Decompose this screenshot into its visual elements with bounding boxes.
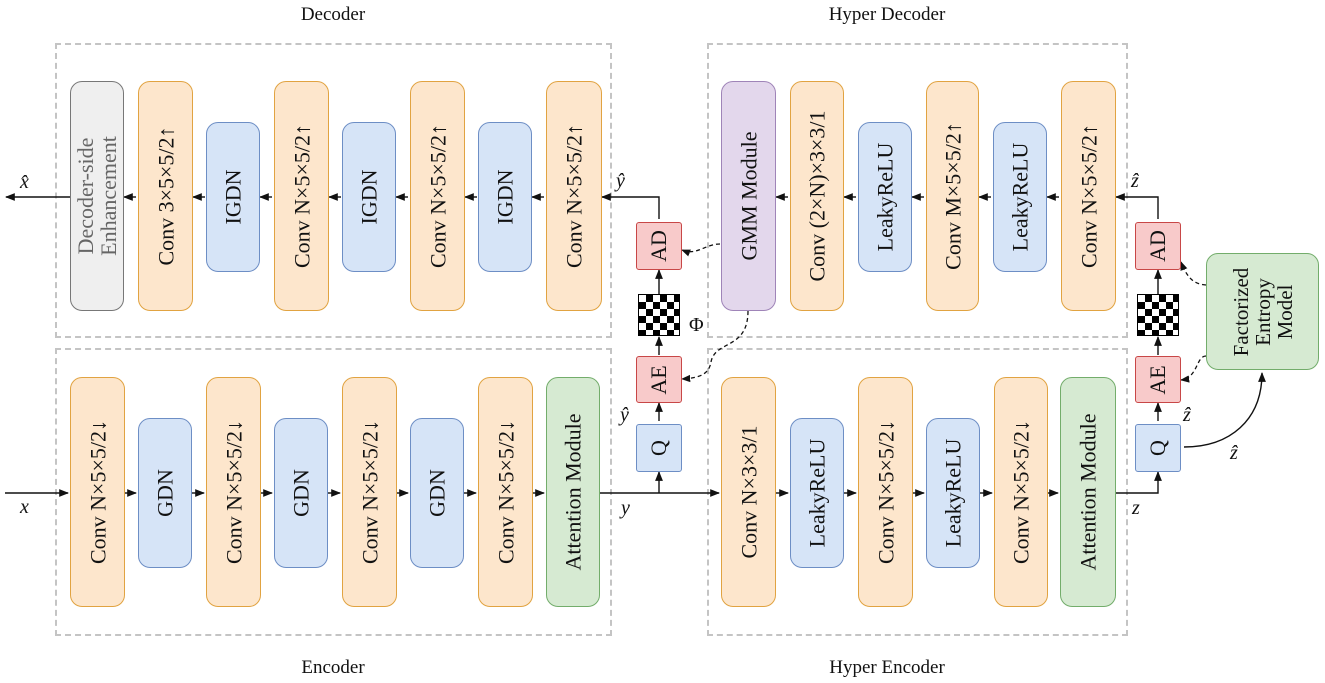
encoder-conv-4: Conv N×5×5/2↓ bbox=[478, 377, 533, 607]
block-label: LeakyReLU bbox=[872, 142, 898, 252]
hyper-encoder-leakyrelu-1: LeakyReLU bbox=[790, 418, 844, 568]
label-z-hat-mid: ẑ bbox=[1183, 404, 1191, 426]
encoder-conv-3: Conv N×5×5/2↓ bbox=[342, 377, 397, 607]
factorized-entropy-model: Factorized Entropy Model bbox=[1206, 253, 1319, 370]
block-label: AE bbox=[1145, 364, 1170, 395]
block-label: GDN bbox=[424, 469, 450, 517]
encoder-attention-module: Attention Module bbox=[546, 377, 600, 607]
decoder-conv-4: Conv N×5×5/2↑ bbox=[546, 81, 602, 311]
hyper-encoder-conv-2: Conv N×5×5/2↓ bbox=[858, 377, 913, 607]
block-label: IGDN bbox=[356, 169, 382, 225]
hyper-encoder-title: Hyper Encoder bbox=[829, 657, 945, 678]
hyper-encoder-attention-module: Attention Module bbox=[1060, 377, 1116, 607]
decoder-conv-2: Conv N×5×5/2↑ bbox=[274, 81, 329, 311]
decoder-igdn-2: IGDN bbox=[342, 122, 396, 272]
block-label: Conv N×5×5/2↓ bbox=[220, 420, 246, 564]
block-label: Conv N×3×3/1 bbox=[735, 425, 761, 559]
block-label: LeakyReLU bbox=[1007, 142, 1033, 252]
label-z-hat-right: ẑ bbox=[1230, 442, 1238, 464]
label-y: y bbox=[621, 497, 630, 519]
encoder-conv-1: Conv N×5×5/2↓ bbox=[70, 377, 125, 607]
label-y-hat-top: ŷ bbox=[616, 170, 625, 192]
block-label: Decoder-side Enhancement bbox=[72, 136, 121, 256]
arithmetic-encoder-z: AE bbox=[1135, 356, 1181, 403]
hyper-decoder-conv-1: Conv (2×N)×3×3/1 bbox=[790, 81, 844, 311]
label-z-hat-top: ẑ bbox=[1131, 170, 1139, 192]
hyper-encoder-section bbox=[707, 348, 1128, 636]
block-label: Attention Module bbox=[560, 413, 586, 571]
block-label: AD bbox=[646, 230, 671, 262]
block-label: Conv N×5×5/2↓ bbox=[872, 420, 898, 564]
block-label: Conv M×5×5/2↑ bbox=[939, 122, 965, 270]
hyper-decoder-conv-2: Conv M×5×5/2↑ bbox=[926, 81, 979, 311]
arithmetic-decoder-y: AD bbox=[636, 222, 682, 270]
block-label: Conv N×5×5/2↑ bbox=[561, 124, 587, 268]
hyper-decoder-section bbox=[707, 43, 1128, 338]
block-label: GMM Module bbox=[735, 131, 761, 261]
decoder-title: Decoder bbox=[300, 4, 366, 25]
label-phi: Φ bbox=[689, 314, 704, 336]
decoder-conv-1: Conv 3×5×5/2↑ bbox=[138, 81, 193, 311]
block-label: Conv N×5×5/2↑ bbox=[288, 124, 314, 268]
encoder-title: Encoder bbox=[301, 657, 365, 678]
hyper-encoder-leakyrelu-2: LeakyReLU bbox=[926, 418, 980, 568]
quantizer-y: Q bbox=[636, 424, 682, 472]
encoder-gdn-3: GDN bbox=[410, 418, 464, 568]
encoder-conv-2: Conv N×5×5/2↓ bbox=[206, 377, 261, 607]
encoder-gdn-2: GDN bbox=[274, 418, 328, 568]
block-label: Conv 3×5×5/2↑ bbox=[152, 126, 178, 266]
block-label: Q bbox=[646, 440, 671, 456]
block-label: Conv N×5×5/2↑ bbox=[424, 124, 450, 268]
block-label: Conv (2×N)×3×3/1 bbox=[804, 110, 830, 282]
decoder-igdn-3: IGDN bbox=[478, 122, 532, 272]
hyper-decoder-conv-3: Conv N×5×5/2↑ bbox=[1061, 81, 1116, 311]
block-label: Conv N×5×5/2↓ bbox=[84, 420, 110, 564]
decoder-igdn-1: IGDN bbox=[206, 122, 260, 272]
block-label: AD bbox=[1145, 230, 1170, 262]
encoder-section bbox=[55, 348, 612, 636]
block-label: Conv N×5×5/2↓ bbox=[492, 420, 518, 564]
arithmetic-encoder-y: AE bbox=[636, 356, 682, 403]
checkerboard-context-y bbox=[638, 294, 680, 336]
hyper-decoder-leakyrelu-1: LeakyReLU bbox=[858, 122, 912, 272]
block-label: IGDN bbox=[220, 169, 246, 225]
label-x-hat: x̂ bbox=[20, 171, 29, 193]
encoder-gdn-1: GDN bbox=[138, 418, 192, 568]
block-label: Q bbox=[1145, 440, 1170, 456]
block-label: IGDN bbox=[492, 169, 518, 225]
block-label: Attention Module bbox=[1075, 413, 1101, 571]
label-y-hat-mid: ŷ bbox=[620, 404, 629, 426]
label-x: x bbox=[20, 496, 29, 518]
hyper-decoder-leakyrelu-2: LeakyReLU bbox=[993, 122, 1047, 272]
block-label: GDN bbox=[288, 469, 314, 517]
block-label: AE bbox=[646, 364, 671, 395]
block-label: LeakyReLU bbox=[940, 438, 966, 548]
quantizer-z: Q bbox=[1135, 424, 1181, 472]
block-label: GDN bbox=[152, 469, 178, 517]
checkerboard-context-z bbox=[1137, 294, 1179, 336]
block-label: Conv N×5×5/2↓ bbox=[1008, 420, 1034, 564]
decoder-section bbox=[55, 43, 612, 338]
gmm-module: GMM Module bbox=[721, 81, 776, 311]
hyper-encoder-conv-3: Conv N×5×5/2↓ bbox=[994, 377, 1048, 607]
hyper-encoder-conv-1: Conv N×3×3/1 bbox=[721, 377, 776, 607]
block-label: LeakyReLU bbox=[804, 438, 830, 548]
block-label: Factorized Entropy Model bbox=[1228, 267, 1297, 356]
label-z: z bbox=[1132, 497, 1140, 519]
hyper-decoder-title: Hyper Decoder bbox=[828, 4, 946, 25]
arithmetic-decoder-z: AD bbox=[1135, 222, 1181, 270]
decoder-conv-3: Conv N×5×5/2↑ bbox=[410, 81, 465, 311]
block-label: Conv N×5×5/2↓ bbox=[356, 420, 382, 564]
decoder-side-enhancement: Decoder-side Enhancement bbox=[70, 81, 124, 311]
block-label: Conv N×5×5/2↑ bbox=[1075, 124, 1101, 268]
